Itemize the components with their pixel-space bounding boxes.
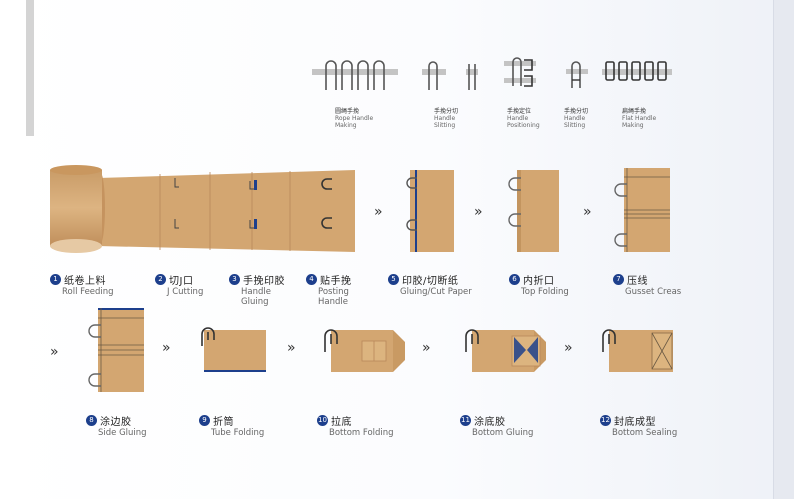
step-en: Roll Feeding: [62, 287, 114, 297]
step-en: Bottom Folding: [329, 428, 394, 438]
handle-type-label: 扁绳手挽 Flat Handle Making: [622, 106, 656, 129]
step-number-badge: 11: [460, 415, 471, 426]
handle-type-en: Positioning: [507, 122, 540, 129]
step-en: Top Folding: [521, 287, 569, 297]
handle-type-cn: 手挽定位: [507, 108, 532, 115]
step-en: Gluing/Cut Paper: [400, 287, 472, 297]
flow-arrow: »: [564, 340, 573, 356]
handle-type-en: Slitting: [434, 122, 456, 129]
rope-handle-making-illustration: [312, 60, 398, 90]
handle-type-en: Making: [622, 122, 644, 129]
gusset-creasing-illustration: [614, 168, 670, 252]
bottom-gluing-illustration: [465, 329, 546, 372]
handle-type-en: Handle: [507, 115, 529, 122]
flow-arrow: »: [583, 204, 592, 220]
handle-slitting-illustration-2: [566, 61, 588, 88]
step-en: Gusset Creas: [625, 287, 682, 297]
tube-folding-illustration: [201, 327, 266, 372]
step-cn: 拉底: [331, 417, 352, 428]
step-cn: 涂边胶: [100, 417, 132, 428]
paper-roll-and-web-illustration: [50, 165, 355, 253]
handle-type-en: Rope Handle: [335, 115, 374, 122]
handle-type-cn: 圆绳手挽: [335, 108, 360, 115]
right-edge-strip: [773, 0, 794, 499]
flow-arrow: »: [162, 340, 171, 356]
step-en: Handle: [318, 297, 348, 307]
step-cn: 切J口: [169, 276, 194, 287]
step-number-badge: 5: [388, 274, 399, 285]
flow-arrow: »: [50, 344, 59, 360]
step-cn: 贴手挽: [320, 276, 352, 287]
flow-arrow: »: [474, 204, 483, 220]
step-cn: 内折口: [523, 276, 555, 287]
side-gluing-illustration: [88, 308, 144, 392]
handle-type-en: Handle: [434, 115, 456, 122]
step-cn: 印胶/切断纸: [402, 276, 459, 287]
flow-arrow: »: [287, 340, 296, 356]
step-number-badge: 12: [600, 415, 611, 426]
handle-type-en: Flat Handle: [622, 115, 657, 122]
step-number-badge: 7: [613, 274, 624, 285]
step-number-badge: 4: [306, 274, 317, 285]
handle-slitting-illustration-1: [422, 61, 478, 90]
handle-type-cn: 手挽分切: [434, 108, 459, 115]
step-en: Bottom Gluing: [472, 428, 534, 438]
bottom-folding-illustration: [324, 329, 405, 372]
step-en: J Cutting: [167, 287, 204, 297]
gluing-cut-paper-illustration: [406, 170, 454, 252]
step-en: Tube Folding: [211, 428, 265, 438]
top-folding-illustration: [508, 170, 559, 252]
flat-handle-making-illustration: [602, 61, 672, 81]
handle-type-cn: 手挽分切: [564, 108, 589, 115]
left-accent-bar: [26, 0, 34, 136]
step-en: Side Gluing: [98, 428, 147, 438]
step-number-badge: 3: [229, 274, 240, 285]
step-number-badge: 8: [86, 415, 97, 426]
step-number-badge: 10: [317, 415, 328, 426]
step-en: Handle: [241, 287, 271, 297]
step-number-badge: 1: [50, 274, 61, 285]
handle-type-en: Slitting: [564, 122, 586, 129]
step-cn: 封底成型: [614, 417, 656, 428]
handle-positioning-illustration: [504, 57, 536, 87]
step-cn: 压线: [627, 276, 648, 287]
step-number-badge: 6: [509, 274, 520, 285]
handle-type-label: 手挽分切 Handle Slitting: [564, 106, 588, 129]
step-en: Bottom Sealing: [612, 428, 678, 438]
step-cn: 涂底胶: [474, 417, 506, 428]
handle-type-label: 手挽定位 Handle Positioning: [507, 106, 540, 129]
bottom-sealing-illustration: [602, 329, 673, 372]
handle-type-en: Handle: [564, 115, 586, 122]
handle-type-cn: 扁绳手挽: [622, 108, 647, 115]
flow-arrow: »: [374, 204, 383, 220]
step-cn: 手挽印胶: [243, 276, 285, 287]
step-en: Posting: [318, 287, 349, 297]
step-cn: 纸卷上料: [64, 276, 106, 287]
step-cn: 折筒: [213, 417, 234, 428]
step-en: Gluing: [241, 297, 269, 307]
step-number-badge: 9: [199, 415, 210, 426]
flow-arrow: »: [422, 340, 431, 356]
handle-type-label: 圆绳手挽 Rope Handle Making: [335, 106, 373, 129]
handle-type-en: Making: [335, 122, 357, 129]
handle-type-label: 手挽分切 Handle Slitting: [434, 106, 458, 129]
step-number-badge: 2: [155, 274, 166, 285]
